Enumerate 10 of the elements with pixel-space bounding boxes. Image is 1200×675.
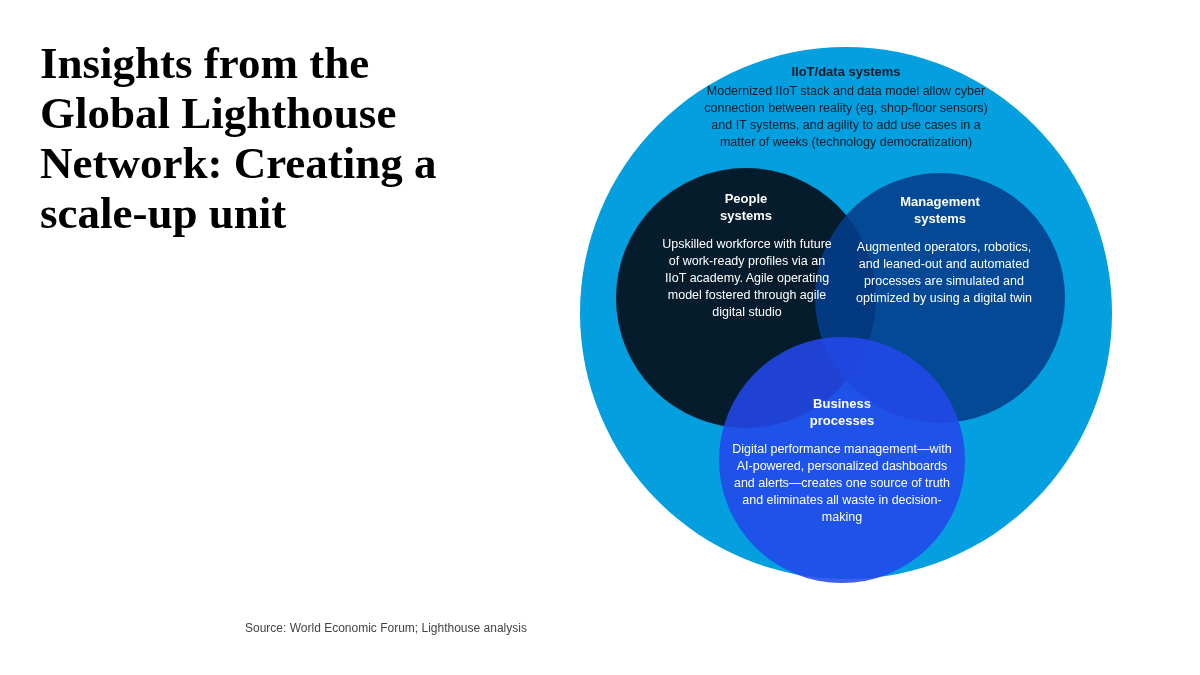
circle-heading: IIoT/data systems [790, 63, 902, 80]
page-title: Insights from the Global Lighthouse Network: Creating a scale-up unit [40, 38, 438, 238]
circle-heading: Business processes [808, 395, 876, 429]
circle-description: Upskilled workforce with future of work-ready profiles via an IIoT academy. Agile operating model fostered through agile digital studio [661, 236, 833, 321]
circle-heading: People systems [718, 190, 773, 224]
circle-description: Digital performance management—with AI-powered, personalized dashboards and alerts—creates one source of truth and eliminates all waste in decision-making [731, 441, 953, 526]
circle-description: Modernized IIoT stack and data model allow cyber connection between reality (eg, shop-floor sensors) and IT systems, and agility to add use cases in a matter of weeks (technology democratization) [703, 83, 989, 151]
source-note: Source: World Economic Forum; Lighthouse analysis [245, 621, 527, 635]
circle-description: Augmented operators, robotics, and leaned-out and automated processes are simulated and optimized by using a digital twin [855, 239, 1033, 307]
circle-heading: Management systems [899, 193, 981, 227]
